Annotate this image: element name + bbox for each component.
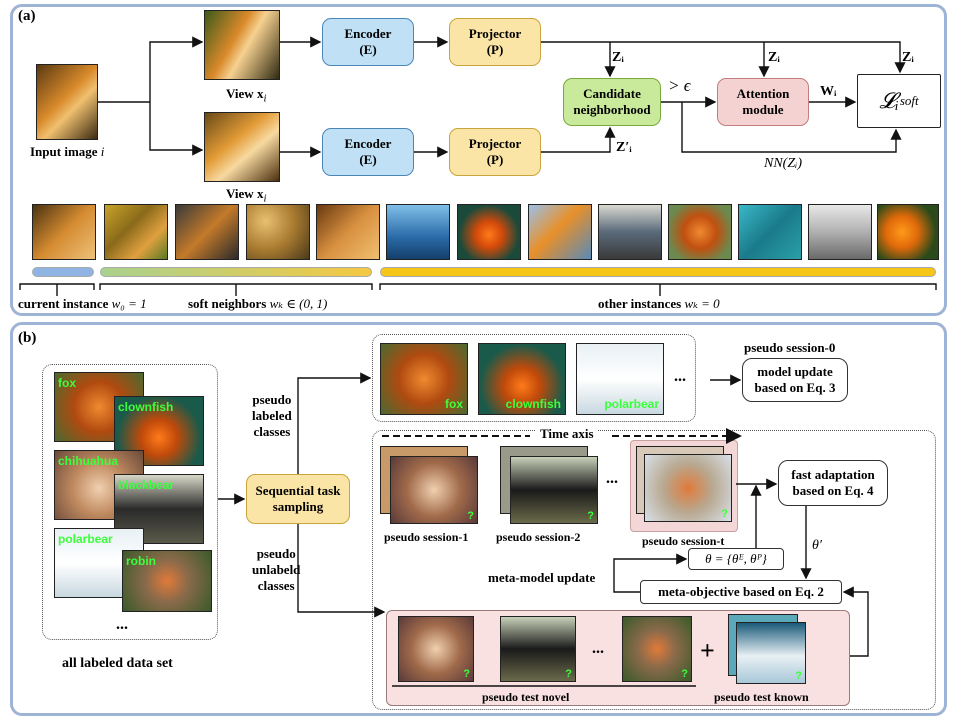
- arrow-nn-to-loss: [681, 102, 902, 153]
- arrow-sampling-down: [297, 524, 386, 618]
- strip-stingray: [738, 204, 802, 260]
- strip-lion: [316, 204, 380, 260]
- all-labeled-caption: all labeled data set: [62, 656, 173, 671]
- theta-prime-label: θ′: [812, 538, 822, 553]
- encoder-top: Encoder(E): [322, 18, 414, 66]
- panel-b-label: (b): [18, 330, 37, 346]
- arrow-sampling-up: [297, 372, 372, 474]
- test-known-caption: pseudo test known: [714, 690, 809, 704]
- test-novel-chihuahua: ?: [398, 616, 474, 682]
- arrow-test-to-objective: [842, 586, 869, 657]
- strip-oranges: [877, 204, 939, 260]
- arrow-objective-to-theta: [613, 553, 688, 593]
- strip-leopard: [246, 204, 310, 260]
- strip-fox: [668, 204, 732, 260]
- view-bottom-image: [204, 112, 280, 182]
- arrow-input-to-view-bottom: [149, 102, 204, 156]
- meta-model-update-label: meta-model update: [488, 570, 596, 585]
- panel-a-label: (a): [18, 8, 36, 24]
- bracket-soft: [99, 283, 373, 296]
- dataset-clownfish: clownfish: [114, 396, 204, 466]
- current-instance-bar: [32, 267, 94, 277]
- w-label: Wᵢ: [820, 84, 837, 99]
- session2-caption: pseudo session-2: [496, 530, 581, 544]
- strip-cyclist: [808, 204, 872, 260]
- soft-neighbors-caption: soft neighbors wₖ ∈ (0, 1): [188, 296, 328, 311]
- strip-butterfly: [528, 204, 592, 260]
- strip-tiger-soft-1: [104, 204, 168, 260]
- arrow-input-split: [98, 42, 202, 103]
- nn-label: NN(Zᵢ): [764, 156, 803, 171]
- session0-clownfish: clownfish: [478, 343, 566, 415]
- test-novel-robin: ?: [622, 616, 692, 682]
- dataset-robin: robin: [122, 550, 212, 612]
- session1-caption: pseudo session-1: [384, 530, 469, 544]
- session-t-front: ?: [644, 454, 732, 522]
- z-label-2: Zᵢ: [768, 50, 780, 65]
- projector-top: Projector(P): [449, 18, 541, 66]
- other-instances-caption: other instances wₖ = 0: [598, 296, 720, 311]
- meta-objective-box: meta-objective based on Eq. 2: [640, 580, 842, 604]
- arrow-projector-top-out: [541, 41, 906, 74]
- z-label-1: Zᵢ: [612, 50, 624, 65]
- epsilon-label: > ϵ: [668, 76, 691, 95]
- soft-neighbors-bar: [100, 267, 372, 277]
- test-novel-bear: ?: [500, 616, 576, 682]
- time-axis-label: Time axis: [536, 426, 598, 442]
- all-labeled-dataset-box: [42, 364, 218, 640]
- strip-clownfish: [457, 204, 521, 260]
- z-label-3: Zᵢ: [902, 50, 914, 65]
- test-known-polarbear: ?: [736, 622, 806, 684]
- strip-tiger-current: [32, 204, 96, 260]
- session-t-caption: pseudo session-t: [642, 534, 725, 548]
- z-prime-label: Z′ᵢ: [616, 140, 632, 155]
- plus-sign: +: [700, 636, 715, 665]
- arrow-projector-bottom-to-candidate: [541, 126, 616, 153]
- session0-box: [372, 334, 696, 422]
- view-top-caption: View xi: [226, 86, 267, 105]
- sessions-ellipsis: ...: [606, 470, 618, 487]
- input-image-caption: Input image i: [30, 144, 105, 159]
- session0-polarbear: polarbear: [576, 343, 664, 415]
- session0-title: pseudo session-0: [744, 340, 836, 355]
- bracket-other: [379, 283, 937, 296]
- session0-ellipsis: ...: [674, 368, 686, 385]
- session2-front: ?: [510, 456, 598, 524]
- theta-eq-box: θ = {θᴱ, θᴾ}: [688, 548, 784, 570]
- dataset-ellipsis: ...: [116, 616, 128, 633]
- strip-sofa: [598, 204, 662, 260]
- projector-bottom: Projector(P): [449, 128, 541, 176]
- other-instances-bar: [380, 267, 936, 277]
- sessions-box: [372, 430, 936, 710]
- strip-tiger-soft-2: [175, 204, 239, 260]
- test-novel-ellipsis: ...: [592, 640, 604, 657]
- encoder-bottom: Encoder(E): [322, 128, 414, 176]
- view-bottom-caption: View xi: [226, 186, 267, 205]
- input-image-tiger: [36, 64, 98, 140]
- bracket-current: [19, 283, 95, 296]
- test-novel-caption: pseudo test novel: [482, 690, 570, 704]
- session1-front: ?: [390, 456, 478, 524]
- session0-fox: fox: [380, 343, 468, 415]
- current-instance-caption: current instance w₀ = 1: [18, 296, 147, 311]
- strip-dolphin: [386, 204, 450, 260]
